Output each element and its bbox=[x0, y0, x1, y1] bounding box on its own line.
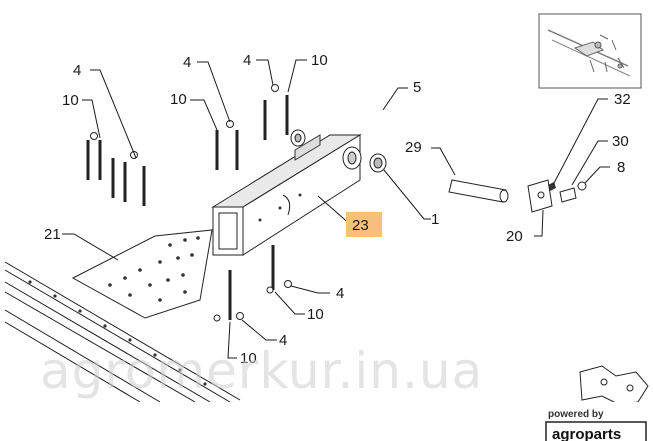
powered-by-text: powered by bbox=[548, 409, 604, 420]
bolts-and-nuts bbox=[86, 84, 292, 322]
callout-20[interactable]: 20 bbox=[506, 228, 523, 245]
bushing-part-1[interactable] bbox=[290, 129, 387, 173]
partial-assembly-bottom-right bbox=[579, 365, 649, 405]
callout-4[interactable]: 4 bbox=[243, 52, 251, 69]
callout-4[interactable]: 4 bbox=[73, 62, 81, 79]
bolt-part-32[interactable] bbox=[548, 182, 556, 191]
callout-30[interactable]: 30 bbox=[612, 133, 629, 150]
bolt-group-top-mid bbox=[215, 84, 289, 170]
plate-part-21[interactable] bbox=[71, 229, 213, 319]
callout-4[interactable]: 4 bbox=[336, 285, 344, 302]
callout-4[interactable]: 4 bbox=[183, 54, 191, 71]
callout-4[interactable]: 4 bbox=[279, 332, 287, 349]
brand-box bbox=[545, 421, 647, 441]
pin-part-29[interactable] bbox=[448, 179, 509, 203]
nut-part-8[interactable] bbox=[577, 181, 587, 191]
watermark-text: agromerkur.in.ua bbox=[40, 342, 483, 400]
frame-rail bbox=[4, 261, 241, 403]
callout-labels: 4 10 4 10 4 10 5 29 32 30 8 21 23 1 20 4… bbox=[44, 52, 631, 367]
highlight-box-23[interactable] bbox=[346, 212, 382, 237]
callout-23[interactable]: 23 bbox=[352, 217, 369, 234]
callout-10[interactable]: 10 bbox=[62, 92, 79, 109]
branding-logo: powered by agroparts bbox=[0, 402, 653, 441]
callout-32[interactable]: 32 bbox=[614, 91, 631, 108]
callout-10[interactable]: 10 bbox=[170, 91, 187, 108]
callout-10[interactable]: 10 bbox=[240, 350, 257, 367]
callout-29[interactable]: 29 bbox=[405, 139, 422, 156]
callout-10[interactable]: 10 bbox=[311, 52, 328, 69]
callout-1[interactable]: 1 bbox=[431, 211, 439, 228]
bolt-group-top-left bbox=[86, 132, 146, 206]
clip-part-30[interactable] bbox=[559, 187, 577, 203]
bracket-part-20[interactable] bbox=[527, 179, 553, 213]
brand-name: agroparts bbox=[552, 426, 621, 441]
callout-21[interactable]: 21 bbox=[44, 226, 61, 243]
callout-10[interactable]: 10 bbox=[307, 306, 324, 323]
leader-lines bbox=[62, 59, 610, 359]
bolt-group-bottom bbox=[213, 245, 292, 322]
callout-5[interactable]: 5 bbox=[413, 79, 421, 96]
callout-8[interactable]: 8 bbox=[617, 159, 625, 176]
overview-thumbnail[interactable] bbox=[538, 13, 642, 89]
tube-part-23[interactable] bbox=[211, 134, 362, 256]
